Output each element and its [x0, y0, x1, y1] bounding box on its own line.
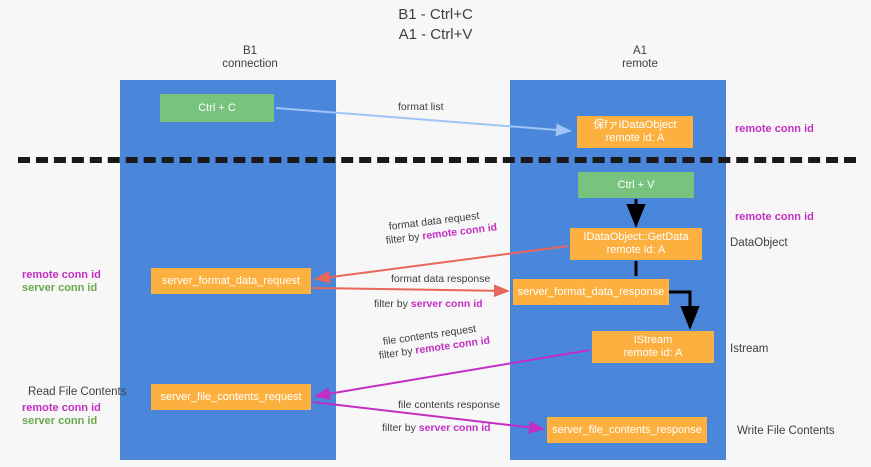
box-server-format-data-response[interactable]: server_format_data_response	[513, 279, 669, 305]
annotation-remote-conn-id-top: remote conn id	[735, 123, 814, 135]
box-server-file-contents-response[interactable]: server_file_contents_response	[547, 417, 707, 443]
annotation-server-conn-id: server conn id	[22, 282, 98, 294]
box-idataobject-remote[interactable]: 保fァIDataObject remote id: A	[577, 116, 693, 148]
dashed-divider	[18, 157, 856, 163]
server-conn-id-emphasis: server conn id	[410, 298, 483, 310]
filter-by-prefix: filter by	[385, 230, 424, 247]
annotation-server-conn-id: server conn id	[22, 415, 98, 427]
page-title: B1 - Ctrl+C A1 - Ctrl+V	[398, 6, 473, 43]
box-server-file-contents-request[interactable]: server_file_contents_request	[151, 384, 311, 410]
caption-file-contents-response: file contents response	[398, 399, 501, 411]
annotation-remote-conn-id: remote conn id	[22, 402, 101, 414]
label-read-file-contents: Read File Contents	[28, 386, 127, 398]
filter-by-prefix: filter by	[374, 298, 411, 310]
annotation-conn-ids-mid-left: remote conn id server conn id	[22, 269, 101, 295]
server-conn-id-emphasis: server conn id	[418, 422, 491, 434]
label-write-file-contents: Write File Contents	[737, 425, 835, 437]
caption-filter-by-server-conn-id-2: filter by server conn id	[382, 421, 491, 435]
annotation-remote-conn-id: remote conn id	[22, 269, 101, 281]
box-server-format-data-request[interactable]: server_format_data_request	[151, 268, 311, 294]
box-ctrl-c[interactable]: Ctrl + C	[160, 94, 274, 122]
box-istream-remote[interactable]: IStream remote id: A	[592, 331, 714, 363]
box-ctrl-v[interactable]: Ctrl + V	[578, 172, 694, 198]
caption-format-data-response: format data response	[391, 273, 491, 285]
lane-header-a1: A1 remote	[622, 45, 658, 70]
annotation-remote-conn-id-mid: remote conn id	[735, 211, 814, 223]
filter-by-prefix: filter by	[378, 344, 417, 362]
caption-format-list: format list	[398, 101, 444, 113]
lane-header-b1: B1 connection	[222, 45, 278, 70]
caption-filter-by-server-conn-id-1: filter by server conn id	[374, 297, 483, 311]
label-istream: Istream	[730, 343, 769, 355]
annotation-conn-ids-bottom-left: remote conn id server conn id	[22, 402, 101, 428]
filter-by-prefix: filter by	[382, 422, 419, 434]
label-dataobject: DataObject	[730, 237, 788, 249]
box-idataobject-getdata[interactable]: IDataObject::GetData remote id: A	[570, 228, 702, 260]
